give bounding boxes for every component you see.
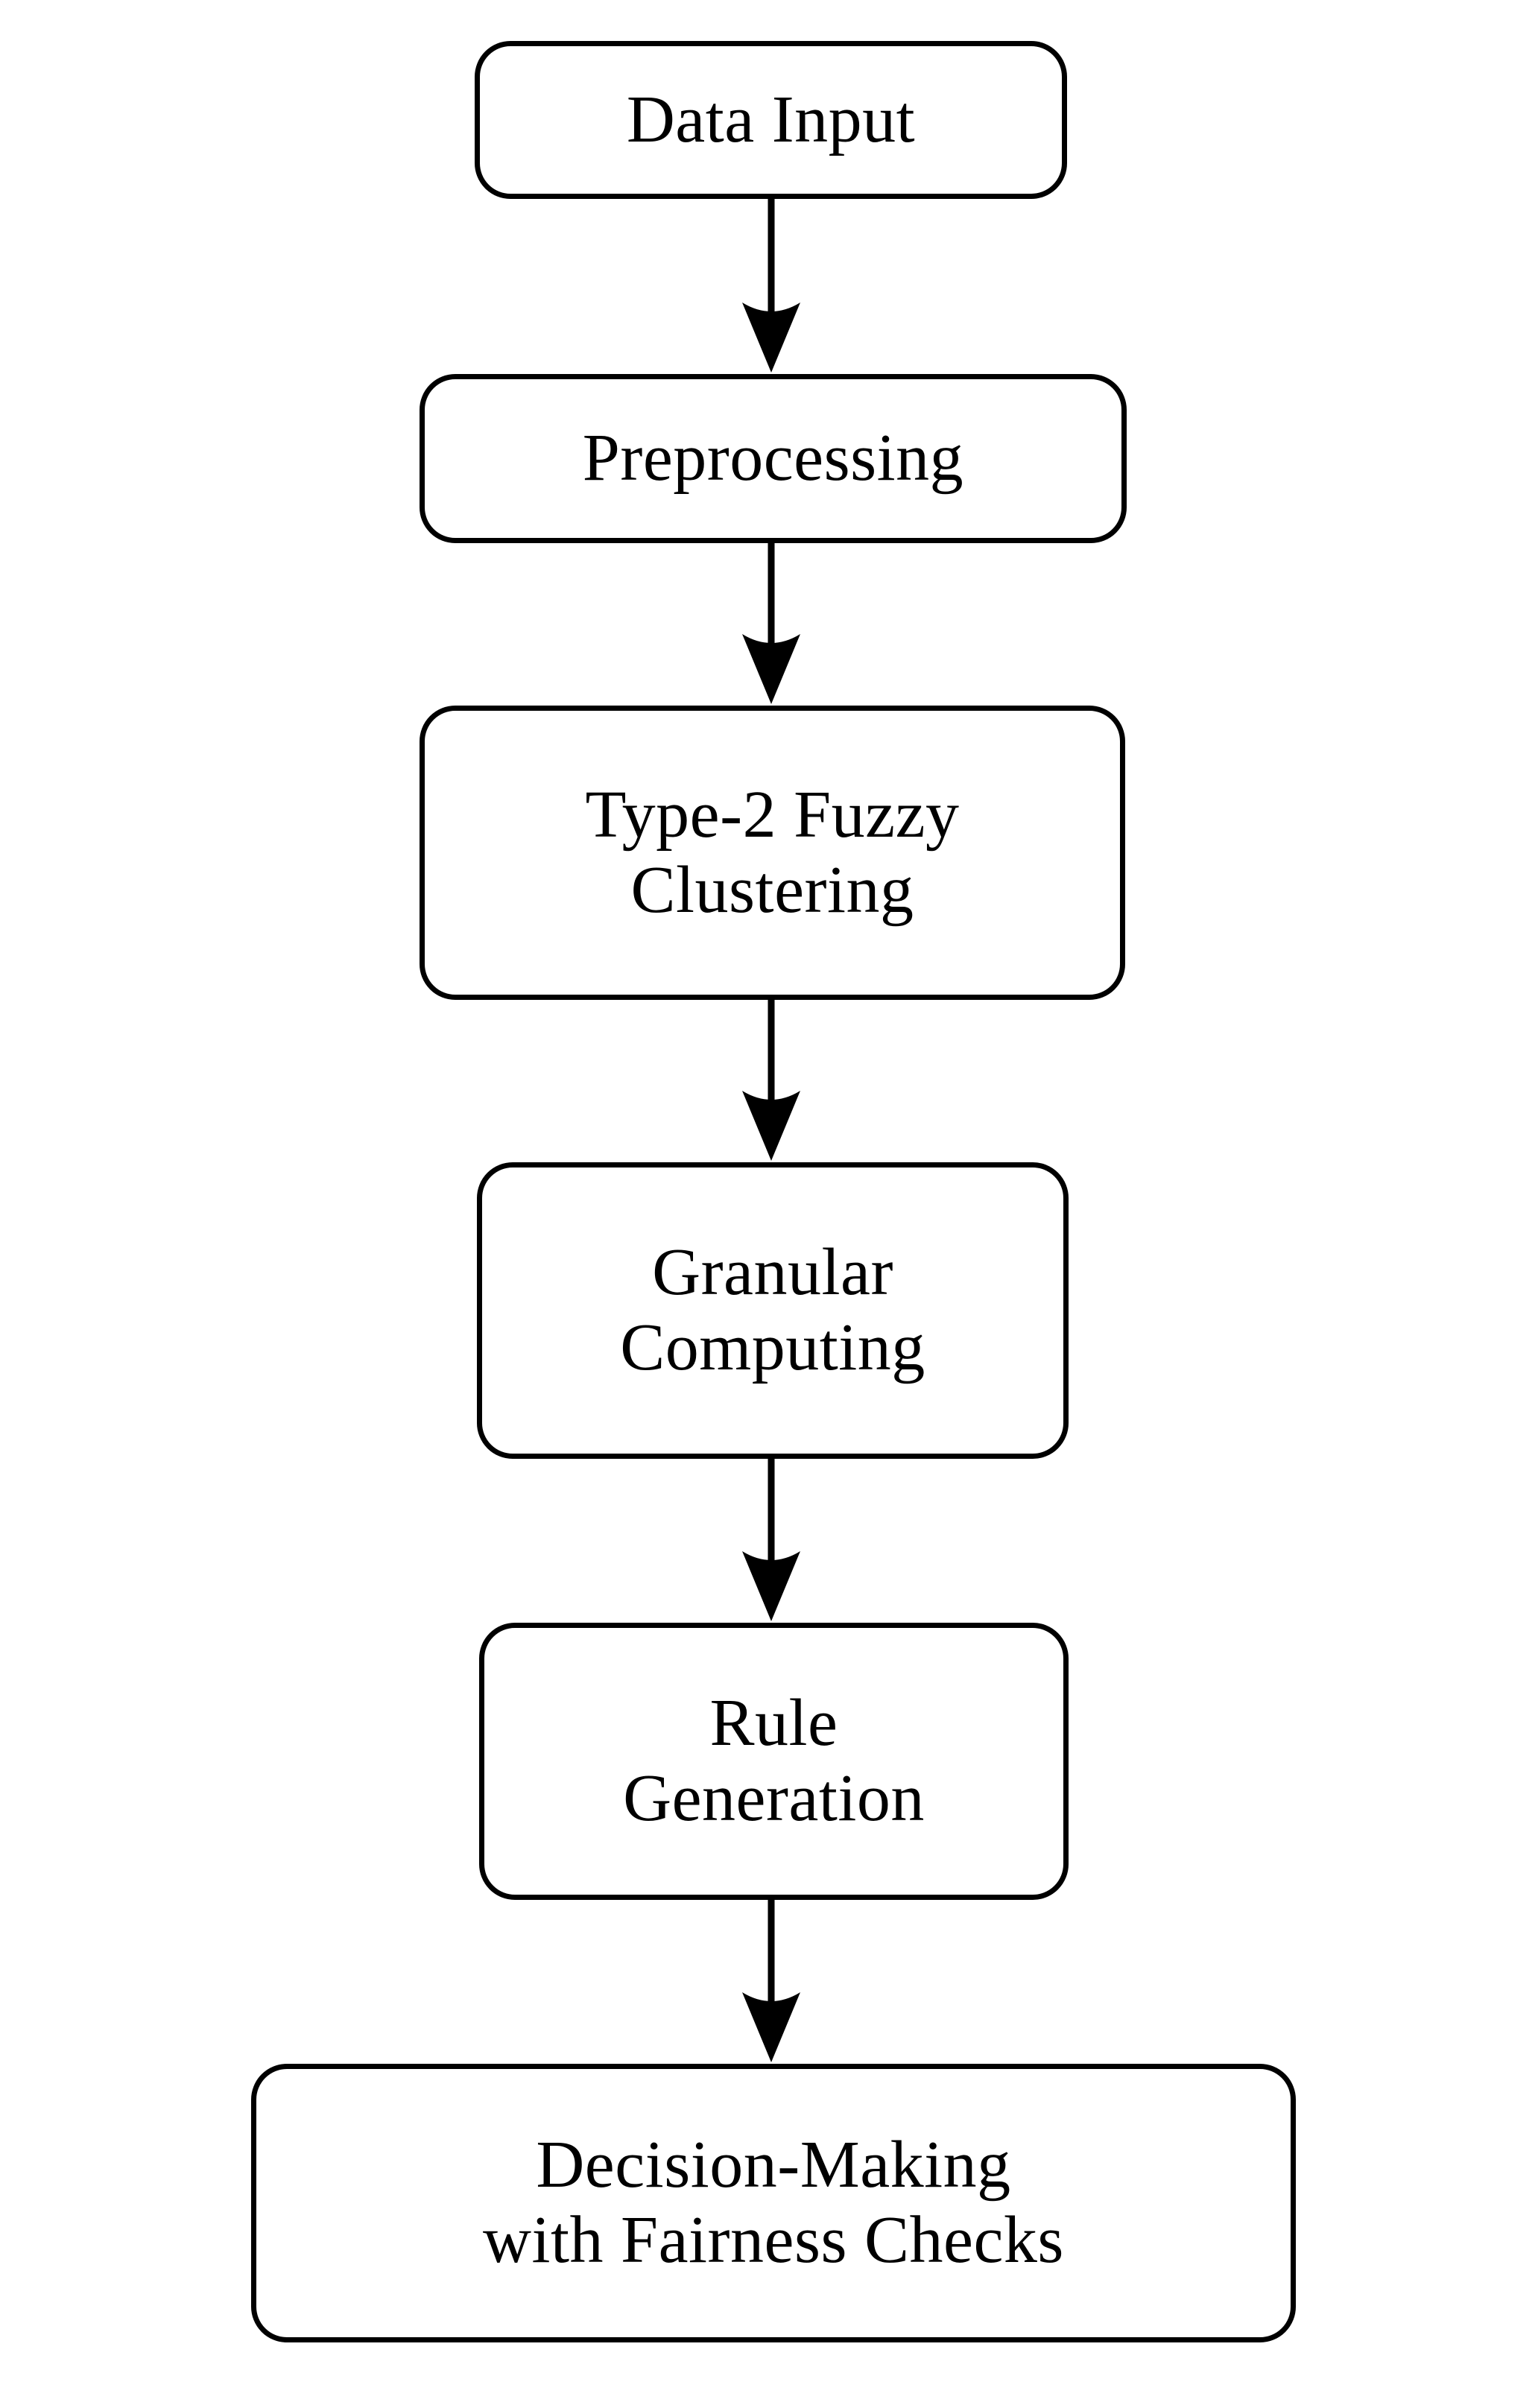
edge-rule-generation-to-decision-making bbox=[712, 1900, 831, 2062]
node-rule-generation[interactable]: Rule Generation bbox=[479, 1623, 1069, 1900]
node-preprocessing-label: Preprocessing bbox=[582, 421, 964, 495]
node-decision-making-with-fairness-checks[interactable]: Decision-Making with Fairness Checks bbox=[251, 2064, 1296, 2342]
node-data-input-label: Data Input bbox=[626, 82, 916, 156]
node-decision-making-with-fairness-checks-label: Decision-Making with Fairness Checks bbox=[483, 2128, 1064, 2277]
edge-type-2-fuzzy-clustering-to-granular-computing bbox=[712, 1000, 831, 1161]
edge-granular-computing-to-rule-generation bbox=[712, 1459, 831, 1621]
edge-preprocessing-to-type-2-fuzzy-clustering bbox=[712, 543, 831, 704]
node-type-2-fuzzy-clustering-label: Type-2 Fuzzy Clustering bbox=[585, 777, 960, 927]
node-rule-generation-label: Rule Generation bbox=[623, 1686, 925, 1835]
node-data-input[interactable]: Data Input bbox=[475, 41, 1067, 199]
node-granular-computing[interactable]: Granular Computing bbox=[477, 1162, 1069, 1459]
node-type-2-fuzzy-clustering[interactable]: Type-2 Fuzzy Clustering bbox=[420, 706, 1125, 1000]
node-granular-computing-label: Granular Computing bbox=[620, 1235, 925, 1384]
edge-data-input-to-preprocessing bbox=[712, 199, 831, 373]
node-preprocessing[interactable]: Preprocessing bbox=[420, 374, 1127, 543]
